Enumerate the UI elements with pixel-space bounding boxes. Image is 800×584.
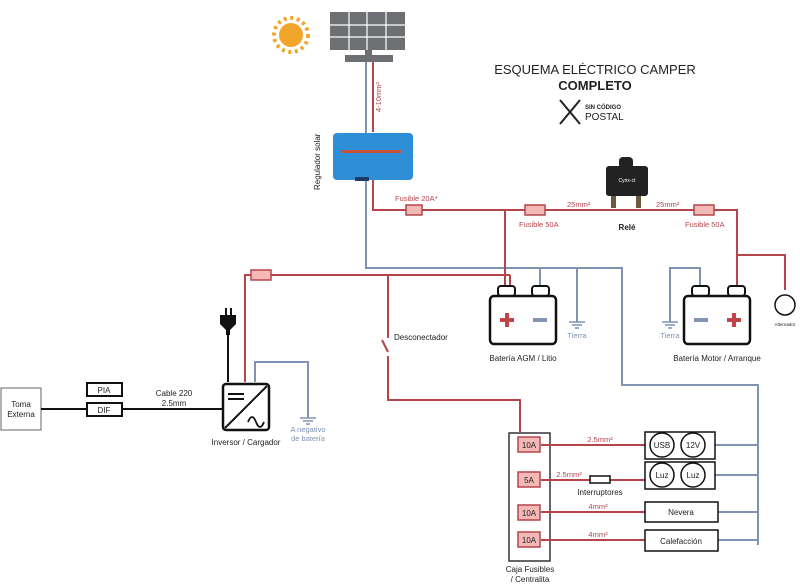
svg-text:10A: 10A [522, 441, 537, 450]
circuit-usb: 10A 2.5mm² USB 12V [517, 431, 716, 460]
minus-icon [533, 318, 547, 322]
svg-text:10A: 10A [522, 536, 537, 545]
svg-text:POSTAL: POSTAL [585, 112, 624, 123]
fuse-20a [405, 204, 423, 216]
fuse-50a-left [524, 204, 546, 216]
svg-text:PIA: PIA [98, 386, 112, 395]
ground-icon [569, 321, 585, 329]
svg-text:2.5mm: 2.5mm [162, 399, 187, 408]
svg-text:Calefacción: Calefacción [660, 537, 702, 546]
regulator-label: Regulador solar [313, 133, 322, 190]
svg-text:SIN CÓDIGO: SIN CÓDIGO [585, 103, 621, 111]
cable-220-label: Cable 220 [156, 389, 193, 398]
plus-icon [500, 313, 514, 327]
svg-text:10A: 10A [522, 509, 537, 518]
switches-label: Interruptores [577, 488, 622, 497]
svg-text:/ Centralita: / Centralita [511, 575, 550, 584]
svg-text:Toma: Toma [11, 400, 31, 409]
svg-text:DIF: DIF [98, 406, 111, 415]
svg-text:5A: 5A [524, 476, 534, 485]
battery-aux [488, 285, 558, 346]
battery-motor [682, 285, 752, 346]
svg-text:USB: USB [654, 441, 670, 450]
relay-label: Relé [619, 223, 636, 232]
battery-aux-label: Batería AGM / Litio [489, 354, 557, 363]
svg-text:2.5mm²: 2.5mm² [587, 435, 613, 444]
fuse-10a [517, 436, 541, 453]
inverter-label: Inversor / Cargador [212, 438, 281, 447]
disconnector-label: Desconectador [394, 333, 448, 342]
alternator-label: Alternador [775, 322, 796, 327]
sin-codigo-postal-logo: SIN CÓDIGO POSTAL [559, 99, 624, 125]
plus-icon [727, 313, 741, 327]
ground-icon [662, 321, 678, 329]
alternator-icon [774, 294, 796, 316]
solar-cable-label: 4-10mm² [374, 81, 383, 112]
dif-breaker [86, 402, 123, 417]
ground-icon [300, 417, 316, 425]
inverter-charger [221, 382, 271, 432]
fuse-5a [517, 471, 541, 488]
svg-text:4mm²: 4mm² [588, 530, 608, 539]
charge-wire [372, 180, 738, 285]
svg-text:25mm²: 25mm² [567, 200, 591, 209]
circuit-lights: 5A 2.5mm² Interruptores Luz Luz [517, 461, 716, 497]
svg-text:2.5mm²: 2.5mm² [556, 470, 582, 479]
svg-text:12V: 12V [686, 441, 701, 450]
plug-icon [220, 308, 236, 335]
minus-icon [694, 318, 708, 322]
solar-regulator [333, 133, 413, 181]
svg-text:Externa: Externa [7, 410, 35, 419]
circuit-fridge: 10A 4mm² Nevera [517, 501, 719, 523]
fuse-50a-right [693, 204, 715, 216]
svg-text:Fusible 50A: Fusible 50A [685, 220, 725, 229]
switch-icon [589, 475, 611, 484]
svg-text:Fusible 50A: Fusible 50A [519, 220, 559, 229]
ground-label: Tierra [567, 331, 587, 340]
fuse-inverter [250, 269, 272, 281]
fuse-box-label: Caja Fusibles [506, 565, 554, 574]
diagram-subtitle: COMPLETO [558, 78, 631, 93]
circuit-heater: 10A 4mm² Calefacción [517, 529, 719, 552]
relay-icon: Cyrix-ct [606, 157, 648, 208]
sun-icon [272, 16, 310, 54]
negative-bus-wire [365, 62, 759, 545]
battery-motor-label: Batería Motor / Arranque [673, 354, 761, 363]
svg-text:Fusible 20A*: Fusible 20A* [395, 194, 438, 203]
fuse-10a [517, 531, 541, 548]
svg-text:25mm²: 25mm² [656, 200, 680, 209]
svg-text:Nevera: Nevera [668, 508, 694, 517]
diagram-title: ESQUEMA ELÉCTRICO CAMPER [494, 62, 696, 77]
svg-text:Cyrix-ct: Cyrix-ct [619, 178, 637, 184]
svg-text:Luz: Luz [656, 471, 669, 480]
fuse-10a [517, 504, 541, 521]
svg-text:Luz: Luz [687, 471, 700, 480]
usb-socket [649, 432, 675, 458]
light-icon [680, 462, 706, 488]
ground-label: Tierra [660, 331, 680, 340]
svg-text:de batería: de batería [291, 434, 326, 443]
disconnector-switch[interactable] [381, 339, 389, 353]
svg-text:4mm²: 4mm² [588, 502, 608, 511]
light-icon [649, 462, 675, 488]
negative-label: A negativo [290, 425, 325, 434]
solar-panel-icon [330, 12, 405, 62]
12v-socket [680, 432, 706, 458]
external-outlet-box [0, 387, 42, 431]
pia-breaker [86, 382, 123, 397]
